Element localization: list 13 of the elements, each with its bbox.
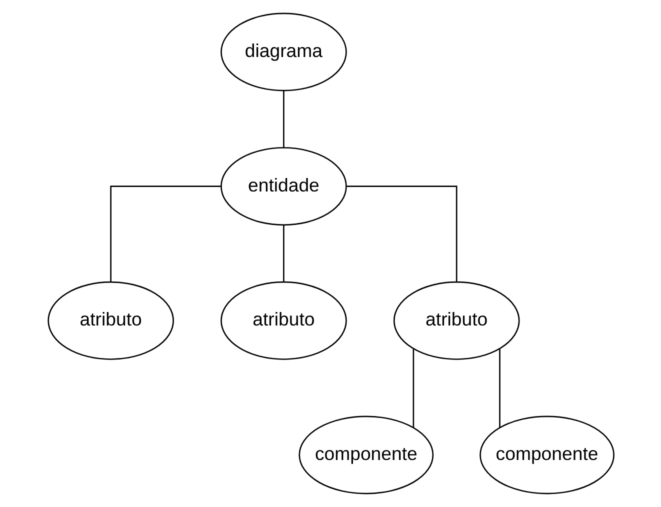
node-ellipse: atributo bbox=[47, 281, 174, 360]
node-ellipse: componente bbox=[479, 416, 614, 494]
node-ellipse: atributo bbox=[220, 281, 346, 360]
node-ellipse: componente bbox=[298, 416, 434, 494]
connector bbox=[282, 90, 284, 148]
node-ellipse: diagrama bbox=[220, 12, 346, 92]
connector bbox=[282, 225, 284, 282]
connector bbox=[110, 186, 220, 282]
node-ellipse: entidade bbox=[220, 147, 346, 226]
connector bbox=[412, 349, 414, 428]
connector bbox=[346, 186, 457, 282]
connector bbox=[498, 349, 500, 428]
node-ellipse: atributo bbox=[392, 281, 520, 360]
